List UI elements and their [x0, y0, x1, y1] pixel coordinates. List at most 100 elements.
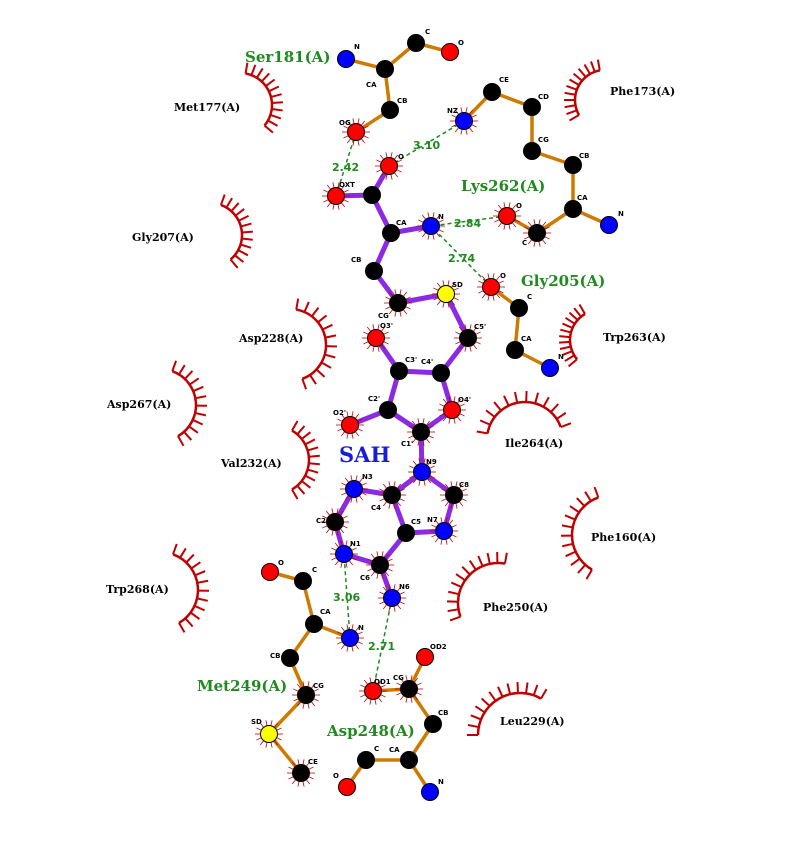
contact-spike — [481, 293, 486, 299]
contact-spike — [293, 698, 299, 702]
arc-spoke — [234, 208, 245, 217]
atom-label: O — [278, 559, 284, 567]
contact-spike — [487, 273, 490, 279]
hydrophobic-arc — [244, 62, 283, 134]
contact-spike — [334, 542, 339, 548]
atom — [483, 83, 501, 101]
hydrophobic-arc — [291, 420, 320, 500]
contact-spike — [421, 214, 426, 220]
arc-spoke — [256, 67, 264, 79]
arc-spoke — [524, 682, 529, 694]
contact-spike — [451, 124, 457, 128]
contact-spike — [388, 309, 393, 315]
contact-spike — [381, 551, 384, 557]
contact-spike — [297, 781, 300, 787]
contact-spike — [340, 540, 343, 546]
contact-spike — [496, 275, 501, 281]
contact-spike — [276, 727, 282, 731]
arc-spoke — [192, 419, 204, 426]
contact-spike — [399, 488, 405, 492]
contact-spike — [383, 341, 389, 345]
contact-spike — [432, 212, 435, 218]
arc-spoke — [550, 403, 559, 413]
contact-spike — [416, 682, 422, 686]
contact-spike — [412, 478, 417, 484]
arc-spoke — [503, 395, 510, 407]
contact-spike — [447, 302, 450, 308]
residue-label-phe250: Phe250(A) — [483, 601, 548, 614]
residue-label-asp267: Asp267(A) — [106, 398, 171, 411]
atom-label: C — [522, 239, 527, 247]
arc-spoke — [190, 611, 201, 620]
contact-spike — [527, 221, 532, 227]
contact-spike — [464, 324, 467, 330]
atom — [523, 98, 541, 116]
arc-spoke — [190, 561, 201, 570]
contact-spike — [433, 297, 439, 301]
contact-spike — [345, 562, 348, 568]
arc-spoke — [322, 323, 333, 331]
contact-spike — [361, 138, 366, 144]
arc-spoke — [450, 581, 462, 588]
contact-spike — [439, 413, 445, 417]
contact-spike — [396, 159, 402, 163]
contact-spike — [337, 418, 343, 422]
contact-spike — [379, 591, 385, 595]
contact-spike — [363, 135, 369, 139]
contact-spike — [524, 236, 530, 240]
atom — [421, 783, 439, 801]
contact-spike — [405, 697, 408, 703]
ligand-name: SAH — [339, 442, 390, 467]
atom — [424, 715, 442, 733]
contact-spike — [383, 331, 389, 335]
contact-spike — [374, 699, 377, 705]
contact-spike — [423, 480, 426, 486]
contact-spike — [341, 492, 347, 496]
arc-spoke — [295, 298, 300, 310]
contact-spike — [374, 677, 377, 683]
atom-label: C — [425, 28, 430, 36]
contact-spike — [363, 679, 368, 685]
arc-curve — [476, 691, 542, 736]
atom — [367, 329, 385, 347]
atom — [390, 362, 408, 380]
contact-spike — [351, 646, 354, 652]
contact-spike — [313, 688, 319, 692]
contact-spike — [372, 346, 375, 352]
contact-spike — [408, 425, 414, 429]
atom — [338, 778, 356, 796]
arc-spoke — [171, 360, 178, 372]
arc-spoke — [301, 378, 308, 390]
contact-spike — [363, 341, 369, 345]
residue-label-val232: Val232(A) — [220, 457, 282, 470]
hbond-distance: 2.71 — [368, 640, 395, 653]
contact-spike — [433, 287, 439, 291]
contact-spike — [492, 273, 495, 279]
atom-label: CB — [270, 652, 280, 660]
contact-spike — [465, 107, 468, 113]
arc-spoke — [542, 396, 550, 408]
contact-spike — [487, 295, 490, 301]
contact-spike — [385, 306, 391, 310]
contact-spike — [399, 601, 405, 605]
arc-spoke — [241, 237, 253, 241]
contact-spike — [442, 416, 447, 422]
arc-curve — [245, 72, 274, 127]
contact-spike — [481, 275, 486, 281]
contact-spike — [449, 537, 454, 543]
contact-spike — [399, 695, 404, 701]
contact-spike — [378, 679, 383, 685]
arc-spoke — [566, 109, 578, 115]
arc-spoke — [304, 438, 316, 446]
arc-curve — [171, 369, 198, 438]
atom-label: N — [438, 778, 444, 786]
atom — [482, 278, 500, 296]
atom-label: C8 — [459, 481, 469, 489]
contact-spike — [337, 204, 340, 210]
contact-spike — [259, 722, 264, 728]
atom-label: N7 — [427, 516, 438, 524]
atom-label: CA — [521, 335, 532, 343]
contact-spike — [346, 120, 351, 126]
contact-spike — [460, 129, 463, 135]
contact-spike — [388, 584, 391, 590]
